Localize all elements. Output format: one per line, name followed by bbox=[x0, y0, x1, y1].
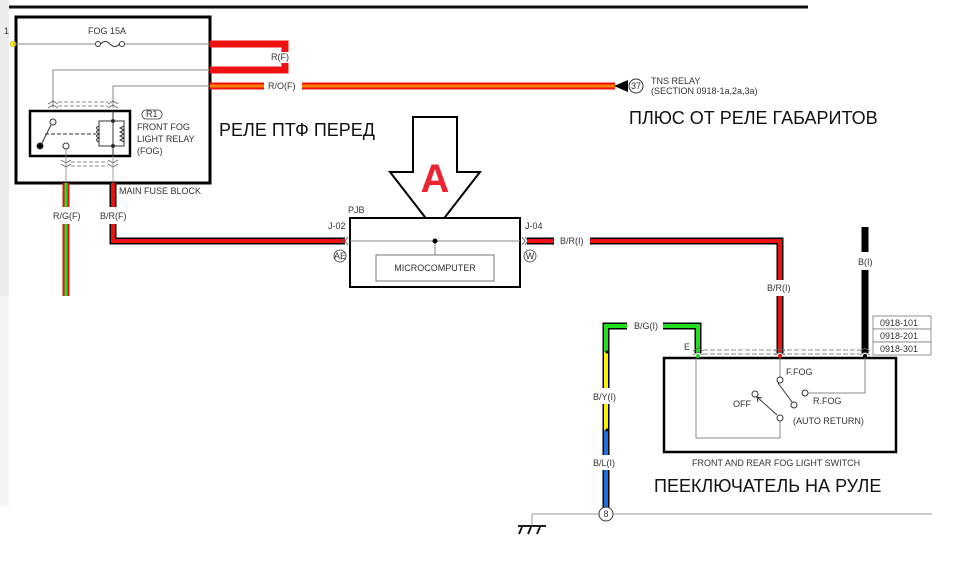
wire-label-b-i: B(I) bbox=[858, 257, 873, 267]
arrow-letter: A bbox=[421, 157, 450, 201]
wire-label-b-r-i-v: B/R(I) bbox=[767, 283, 791, 293]
arrow-a-icon bbox=[387, 116, 483, 232]
pjb-junction-dot bbox=[432, 238, 438, 244]
wire-r-o-f bbox=[210, 80, 628, 92]
wire-label-b-g-i: B/G(I) bbox=[634, 321, 658, 331]
microcomputer-label: MICROCOMPUTER bbox=[394, 263, 476, 273]
annotation-tns: ПЛЮС ОТ РЕЛЕ ГАБАРИТОВ bbox=[629, 108, 878, 128]
pin-label: 1 bbox=[4, 26, 9, 36]
fuse-label: FOG 15A bbox=[88, 26, 126, 36]
relay-name-2: LIGHT RELAY bbox=[137, 134, 195, 144]
switch-e-pin: E bbox=[684, 342, 690, 352]
fog-switch-icon bbox=[695, 358, 866, 439]
pjb-j02-label: J-02 bbox=[328, 221, 346, 231]
tns-relay-section: (SECTION 0918-1a,2a,3a) bbox=[651, 86, 758, 96]
main-fuse-block-label: MAIN FUSE BLOCK bbox=[119, 186, 201, 196]
pin-green bbox=[696, 354, 700, 358]
fuse-icon bbox=[95, 40, 125, 48]
wire-r-f bbox=[210, 40, 298, 74]
pin-red bbox=[778, 354, 782, 358]
switch-off: OFF bbox=[733, 399, 751, 409]
switch-f-fog: F.FOG bbox=[786, 367, 813, 377]
ground-connector-label: 8 bbox=[603, 509, 608, 519]
relay-coil-icon bbox=[96, 111, 126, 156]
ground-icon bbox=[518, 525, 546, 535]
pjb-label: PJB bbox=[348, 205, 365, 215]
connector-ae-circle bbox=[333, 249, 347, 263]
connector-37-circle bbox=[628, 78, 644, 94]
switch-auto-return: (AUTO RETURN) bbox=[793, 416, 864, 426]
relay-ref: R1 bbox=[146, 109, 158, 119]
relay-feed-line bbox=[52, 69, 210, 108]
left-margin-strip bbox=[0, 0, 9, 296]
relay-switch-icon bbox=[36, 118, 96, 150]
relay-connector-bottom bbox=[60, 149, 119, 183]
tns-relay-label: TNS RELAY bbox=[651, 76, 700, 86]
relay-name-3: (FOG) bbox=[137, 146, 163, 156]
relay-connector-top bbox=[47, 100, 119, 109]
switch-name: FRONT AND REAR FOG LIGHT SWITCH bbox=[692, 458, 860, 468]
section-refs bbox=[872, 315, 932, 356]
wire-b-r-i bbox=[527, 237, 784, 353]
wire-label-r-f: R(F) bbox=[271, 52, 289, 62]
pin-black bbox=[863, 354, 867, 358]
annotation-switch: ПЕЕКЛЮЧАТЕЛЬ НА РУЛЕ bbox=[654, 476, 881, 496]
relay-ref-frame bbox=[141, 109, 163, 120]
connector-w-label: W bbox=[526, 251, 535, 261]
microcomputer-box bbox=[375, 254, 495, 282]
annotation-relay: РЕЛЕ ПТФ ПЕРЕД bbox=[219, 120, 375, 140]
wire-label-r-o-f: R/O(F) bbox=[268, 81, 296, 91]
wire-b-r-f bbox=[109, 183, 345, 245]
wire-label-r-g-f: R/G(F) bbox=[53, 211, 81, 221]
connector-ae-label: AE bbox=[334, 251, 346, 261]
relay-coil-line bbox=[112, 85, 210, 108]
wire-label-b-y-i: B/Y(I) bbox=[593, 392, 616, 402]
wire-label-b-l-i: B/L(I) bbox=[593, 458, 615, 468]
wire-label-b-r-i-h: B/R(I) bbox=[560, 236, 584, 246]
section-ref-2[interactable]: 0918-201 bbox=[880, 331, 918, 341]
connector-w-circle bbox=[523, 249, 537, 263]
left-margin-strip-lower bbox=[0, 296, 9, 506]
switch-r-fog: R.FOG bbox=[813, 396, 842, 406]
section-ref-3[interactable]: 0918-301 bbox=[880, 344, 918, 354]
section-ref-1[interactable]: 0918-101 bbox=[880, 318, 918, 328]
wire-b-g-y-l bbox=[602, 322, 702, 508]
ground-connector-circle bbox=[598, 506, 614, 522]
wire-label-b-r-f: B/R(F) bbox=[100, 211, 127, 221]
pjb-j04-label: J-04 bbox=[525, 221, 543, 231]
relay-name-1: FRONT FOG bbox=[137, 122, 190, 132]
switch-connector-chevrons bbox=[692, 347, 871, 356]
connector-37-label: 37 bbox=[631, 81, 641, 91]
